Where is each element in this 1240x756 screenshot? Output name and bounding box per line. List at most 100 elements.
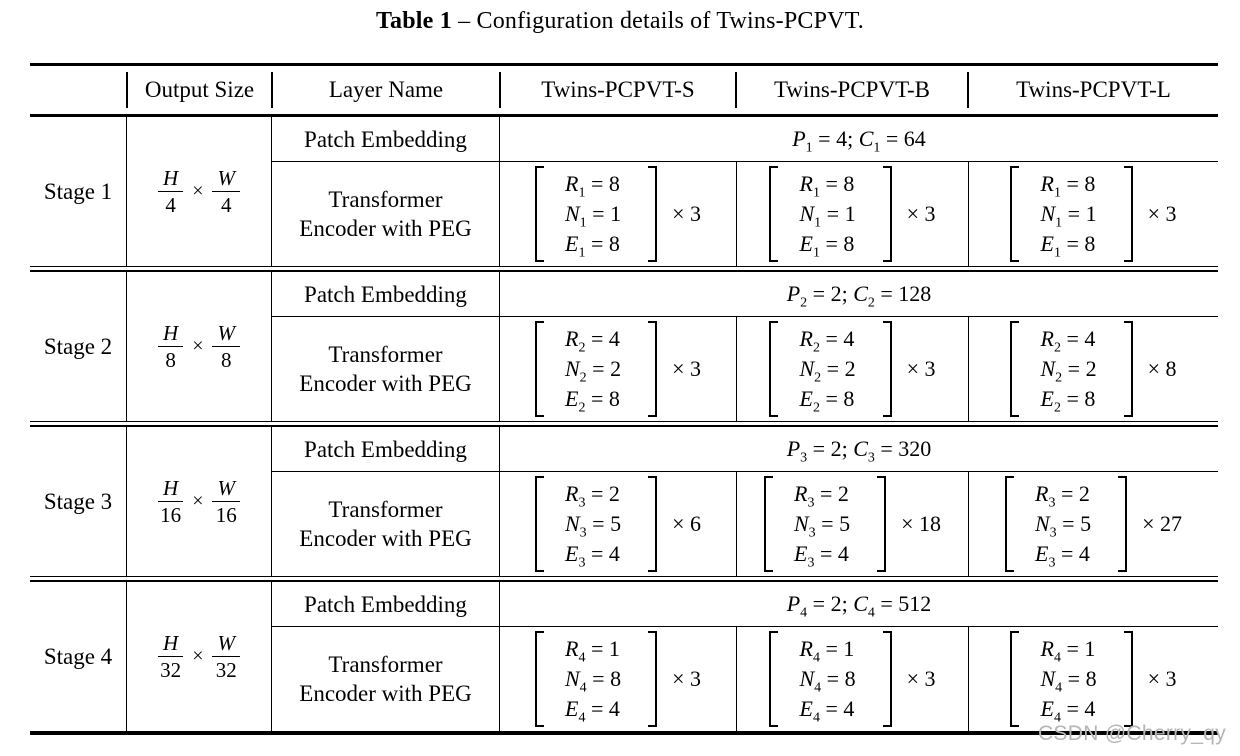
matrix-row: R3 = 2 [564, 481, 620, 511]
patch-embedding-label: Patch Embedding [272, 117, 500, 161]
stage-right-section: Patch Embedding P3 = 2; C3 = 320 Transfo… [272, 427, 1218, 576]
matrix-left-bracket-icon [534, 631, 544, 727]
matrix-row: E1 = 8 [799, 231, 855, 261]
times-icon: × [192, 180, 204, 202]
multiplier: × 3 [906, 356, 936, 381]
matrix-row: E2 = 8 [1040, 386, 1096, 416]
matrix-row: E2 = 8 [564, 386, 620, 416]
table-bottom-rule [30, 731, 1218, 735]
patch-config: P2 = 2; C2 = 128 [786, 281, 932, 311]
patch-config: P3 = 2; C3 = 320 [786, 436, 932, 466]
matrix-row: R1 = 8 [799, 171, 855, 201]
matrix-row: E2 = 8 [799, 386, 855, 416]
matrix-row: R4 = 1 [1040, 636, 1096, 666]
patch-config: P1 = 4; C1 = 64 [792, 126, 926, 156]
matrix-row: N3 = 5 [564, 511, 622, 541]
matrix-row: R2 = 4 [1040, 326, 1096, 356]
matrix-left-bracket-icon [1010, 166, 1020, 262]
matrix-row: E4 = 4 [564, 696, 620, 726]
table-title-text: – Configuration details of Twins-PCPVT. [451, 8, 864, 34]
patch-embedding-row: Patch Embedding P1 = 4; C1 = 64 [272, 117, 1218, 162]
matrix-row: E3 = 4 [793, 541, 849, 571]
multiplier: × 6 [672, 511, 702, 536]
times-icon: × [192, 490, 204, 512]
matrix-row: R3 = 2 [1034, 481, 1090, 511]
matrix-row: E3 = 4 [1034, 541, 1090, 571]
matrix-right-bracket-icon [882, 166, 892, 262]
matrix-right-bracket-icon [648, 631, 658, 727]
multiplier: × 3 [672, 356, 702, 381]
stage-separator [30, 266, 1218, 272]
times-icon: × [192, 335, 204, 357]
col-header-layer-name: Layer Name [328, 77, 444, 102]
matrix-row: R2 = 4 [799, 326, 855, 356]
matrix-row: R1 = 8 [564, 171, 620, 201]
matrix-left-bracket-icon [534, 321, 544, 417]
header-divider [967, 72, 969, 108]
matrix-left-bracket-icon [769, 631, 779, 727]
patch-embedding-label: Patch Embedding [272, 427, 500, 471]
table-header-row: Output Size Layer Name Twins-PCPVT-S Twi… [30, 63, 1218, 117]
matrix-row: N3 = 5 [1034, 511, 1092, 541]
multiplier: × 3 [906, 201, 936, 226]
col-header-output-size: Output Size [144, 77, 255, 102]
matrix-row: N1 = 1 [564, 201, 622, 231]
multiplier: × 3 [906, 666, 936, 691]
matrix-left-bracket-icon [769, 166, 779, 262]
matrix-left-bracket-icon [1004, 476, 1014, 572]
stage-separator [30, 421, 1218, 427]
times-icon: × [192, 645, 204, 667]
matrix-row: R4 = 1 [564, 636, 620, 666]
matrix-row: R4 = 1 [799, 636, 855, 666]
multiplier: × 3 [1147, 666, 1177, 691]
matrix-row: N2 = 2 [799, 356, 856, 386]
header-divider [271, 72, 273, 108]
matrix-row: E4 = 4 [1040, 696, 1096, 726]
matrix-row: N4 = 8 [799, 666, 856, 696]
matrix-row: N4 = 8 [1040, 666, 1097, 696]
stage-separator [30, 576, 1218, 582]
patch-embedding-label: Patch Embedding [272, 582, 500, 626]
multiplier: × 8 [1147, 356, 1177, 381]
matrix-left-bracket-icon [1010, 631, 1020, 727]
matrix-row: R2 = 4 [564, 326, 620, 356]
matrix-right-bracket-icon [648, 166, 658, 262]
stage-right-section: Patch Embedding P1 = 4; C1 = 64 Transfor… [272, 117, 1218, 266]
watermark: CSDN @Cherry_qy [1037, 722, 1226, 745]
stage-right-section: Patch Embedding P2 = 2; C2 = 128 Transfo… [272, 272, 1218, 421]
